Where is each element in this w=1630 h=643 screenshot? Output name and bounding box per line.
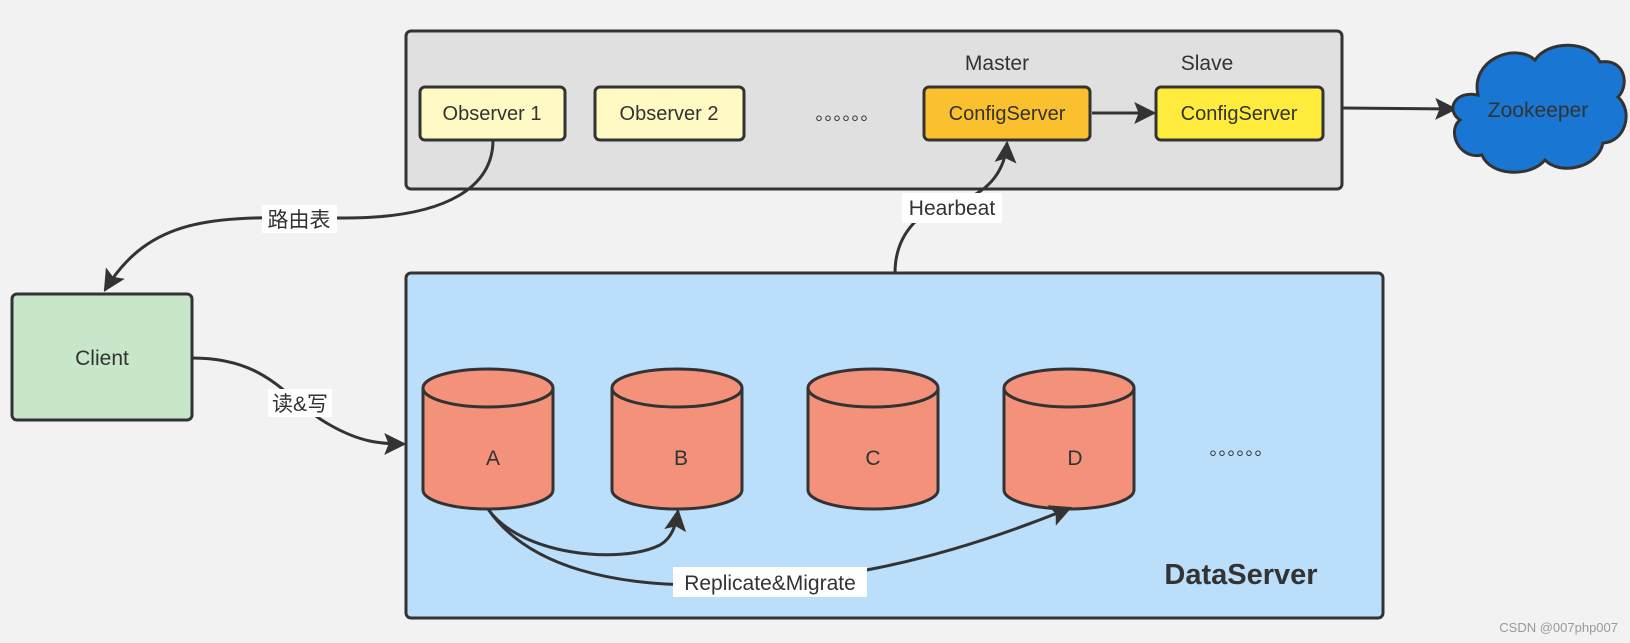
heartbeat-label: Hearbeat [909,197,996,220]
node-b-cylinder: B [610,367,744,511]
config-cluster-box [404,29,1344,191]
zookeeper-cloud: Zookeeper [1451,43,1628,174]
heartbeat-label-bg [902,193,1002,223]
cluster-to-zookeeper-edge [1341,97,1458,120]
observer-ellipsis: 。。。。。。 [816,104,879,124]
replicate-migrate-label-bg [673,567,867,597]
read-write-label: 读&写 [272,393,328,416]
client-node: Client [10,292,194,422]
routing-table-edge [103,139,495,292]
slave-label: Slave [1181,52,1234,75]
master-configserver-label: ConfigServer [949,103,1066,125]
node-d-cylinder: D [1002,367,1136,511]
node-a-cylinder: A [421,367,555,511]
replicate-migrate-label: Replicate&Migrate [684,572,856,595]
csdn-watermark: CSDN @007php007 [1499,620,1618,635]
node-b-label: B [674,447,688,470]
slave-configserver-node: ConfigServer [1154,85,1325,142]
routing-table-label-bg [262,205,337,233]
node-c-label: C [865,447,880,470]
observer-2-node: Observer 2 [593,85,746,142]
replicate-a-to-b-edge [486,508,687,557]
dataserver-ellipsis: 。。。。。。 [1210,439,1273,459]
observer-1-label: Observer 1 [443,103,542,125]
observer-1-node: Observer 1 [418,85,567,142]
master-configserver-node: ConfigServer [922,85,1092,142]
slave-configserver-label: ConfigServer [1181,103,1298,125]
routing-table-label: 路由表 [268,209,331,232]
client-label: Client [75,347,129,370]
dataserver-title: DataServer [1164,559,1317,591]
read-write-label-bg [268,389,332,417]
node-d-label: D [1067,447,1082,470]
observer-2-label: Observer 2 [620,103,719,125]
node-c-cylinder: C [806,367,940,511]
zookeeper-label: Zookeeper [1488,99,1588,122]
node-a-label: A [486,447,500,470]
master-label: Master [965,52,1029,75]
